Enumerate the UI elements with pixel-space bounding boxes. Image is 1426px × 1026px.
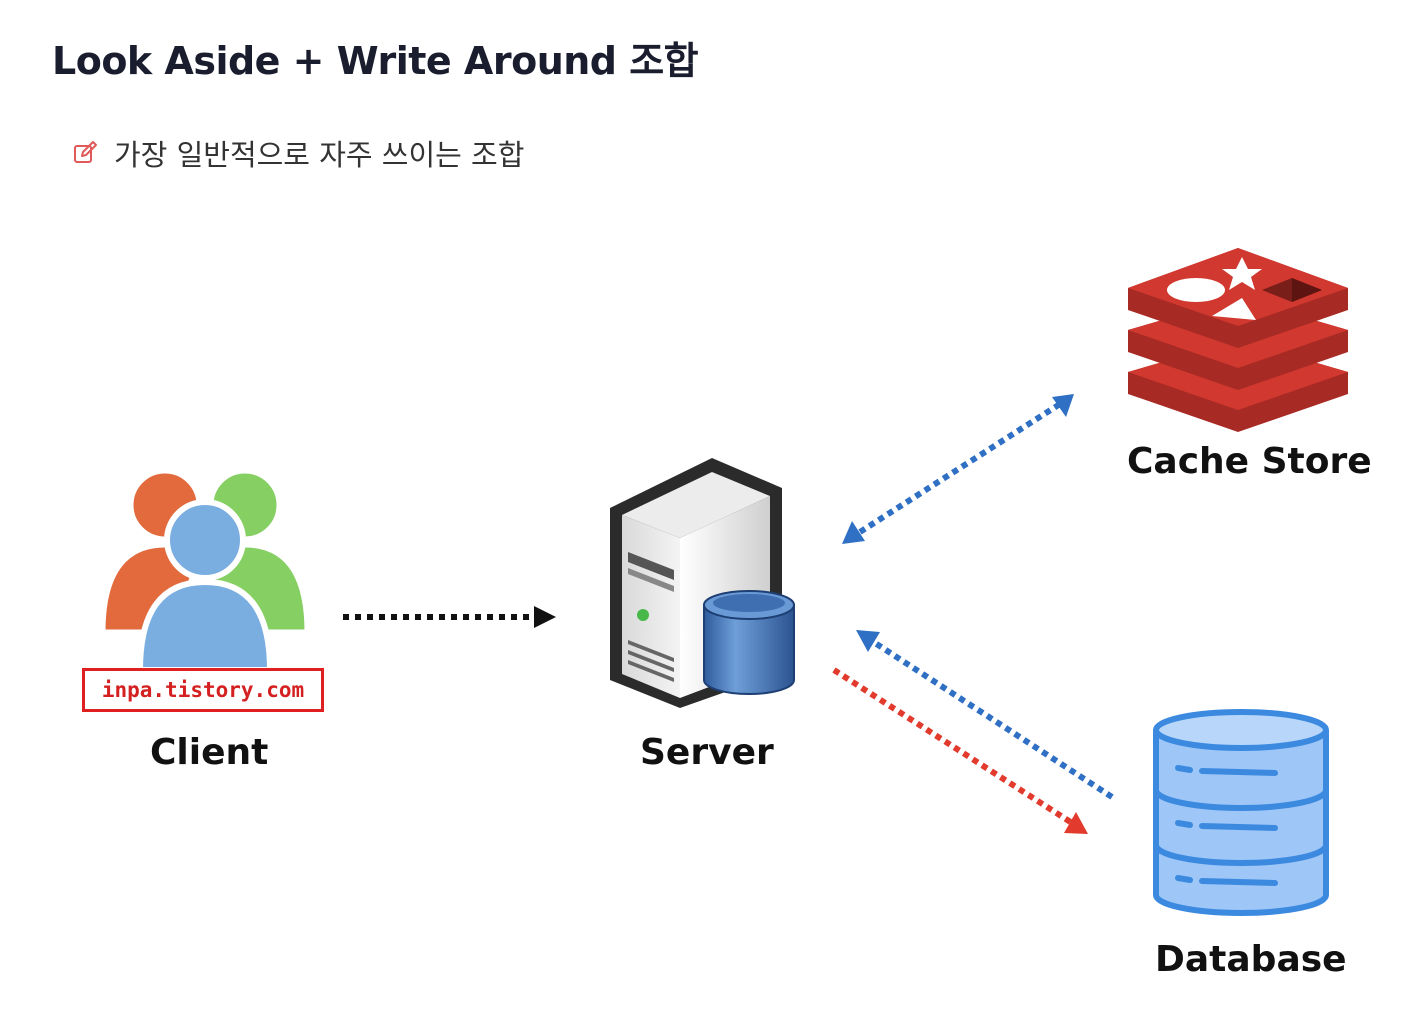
database-icon: [1153, 709, 1329, 916]
note-line: 가장 일반적으로 자주 쓰이는 조합: [72, 132, 524, 174]
arrow-server-cache: [858, 401, 1062, 535]
page-title: Look Aside + Write Around 조합: [52, 39, 699, 83]
cache-store-label: Cache Store: [1127, 441, 1372, 482]
arrowhead-client-server: [534, 606, 556, 628]
arrowhead-server-end: [842, 521, 865, 544]
arrowhead-db-server: [856, 630, 880, 652]
database-label: Database: [1155, 939, 1347, 980]
edit-icon: [74, 141, 97, 163]
arrow-db-server: [870, 638, 1114, 800]
redis-logo-icon: [1128, 248, 1348, 432]
server-tower-icon: [610, 458, 795, 708]
arrowhead-server-db: [1064, 812, 1088, 834]
client-label: Client: [150, 732, 269, 773]
note-text: 가장 일반적으로 자주 쓰이는 조합: [114, 138, 525, 172]
arrow-server-db: [832, 667, 1074, 826]
users-group-icon: [100, 468, 310, 673]
client-watermark: inpa.tistory.com: [82, 668, 324, 712]
server-label: Server: [640, 732, 774, 773]
arrowhead-cache-end: [1052, 394, 1074, 417]
